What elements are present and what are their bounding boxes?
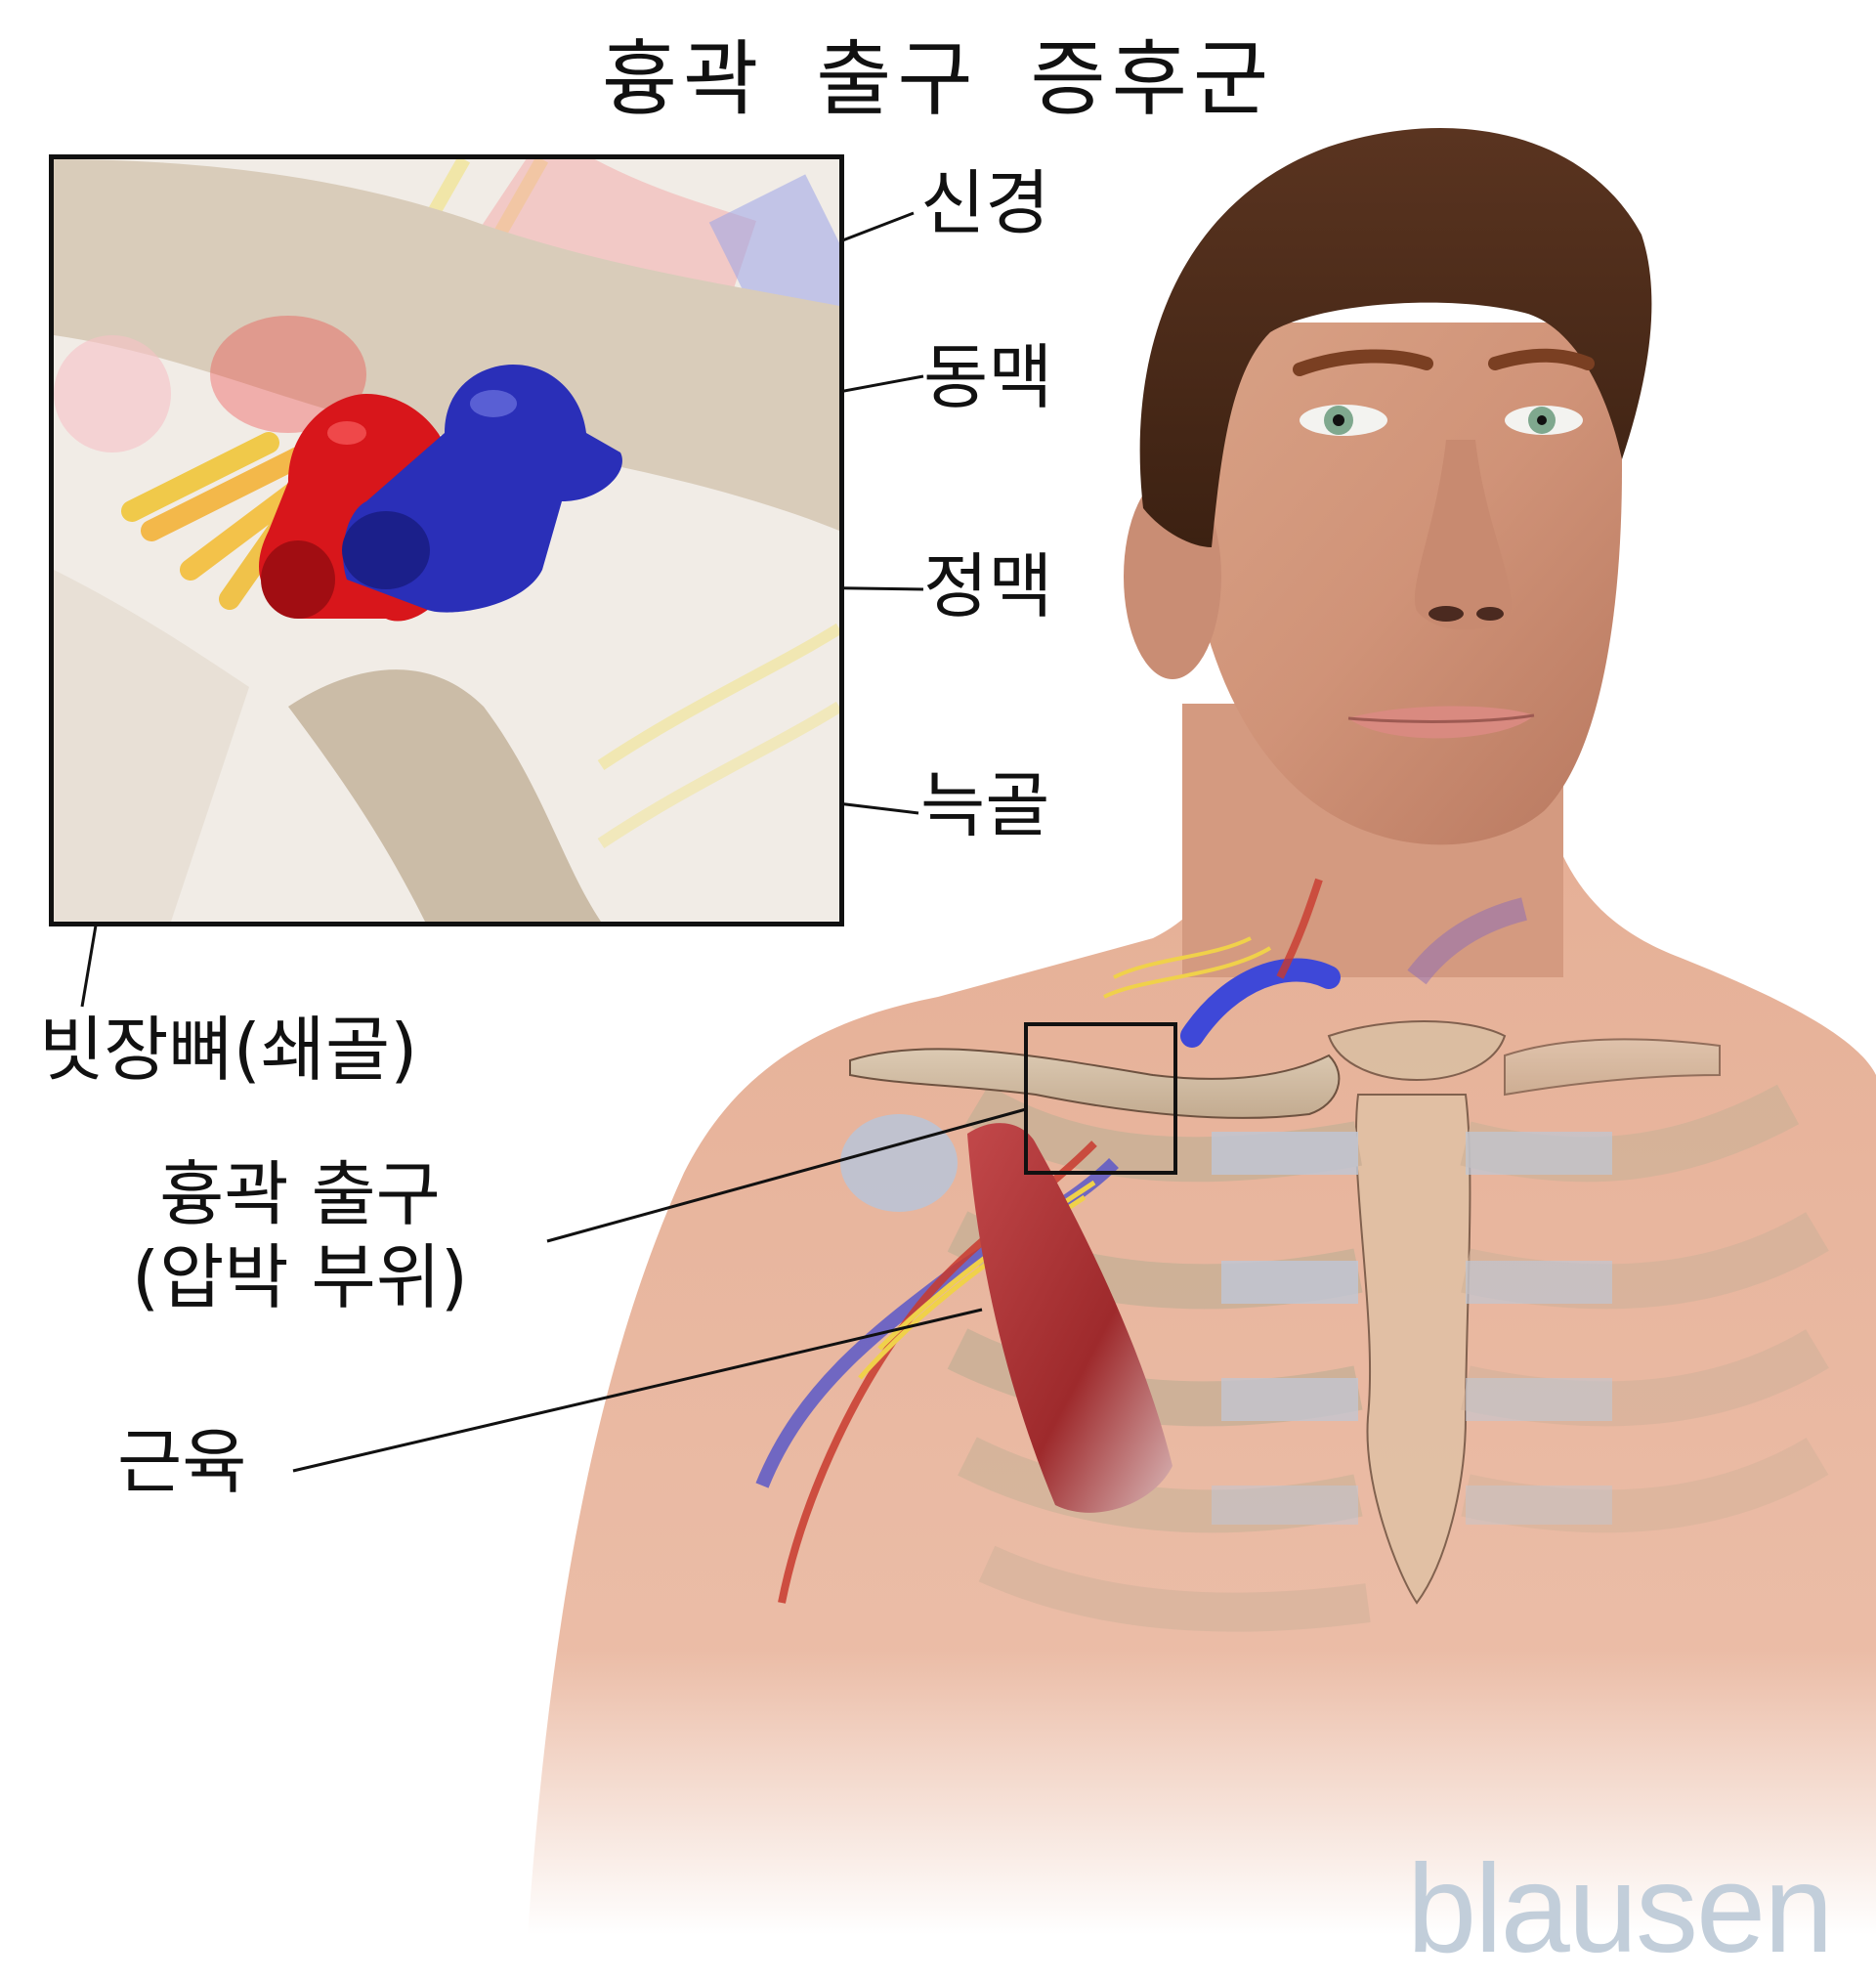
- shoulder-joint: [840, 1114, 958, 1212]
- detail-inset: [49, 154, 844, 926]
- label-muscle: 근육: [117, 1421, 247, 1503]
- locator-box: [1024, 1022, 1177, 1175]
- muscle: [967, 1123, 1172, 1513]
- label-nerve: 신경: [920, 162, 1050, 244]
- head: [1124, 127, 1652, 845]
- clavicle: [849, 1038, 1721, 1119]
- inset-illustration: [54, 159, 839, 922]
- label-rib: 늑골: [920, 764, 1050, 846]
- label-clavicle: 빗장뼈(쇄골): [39, 1009, 418, 1091]
- blausen-logo: blausen: [1407, 1839, 1833, 1979]
- rib-cage: [947, 1020, 1829, 1632]
- label-thoracic-outlet: 흉곽 출구 (압박 부위): [132, 1153, 469, 1318]
- label-vein: 정맥: [923, 545, 1053, 627]
- label-artery: 동맥: [923, 336, 1053, 418]
- page-title: 흉곽 출구 증후군: [601, 31, 1275, 127]
